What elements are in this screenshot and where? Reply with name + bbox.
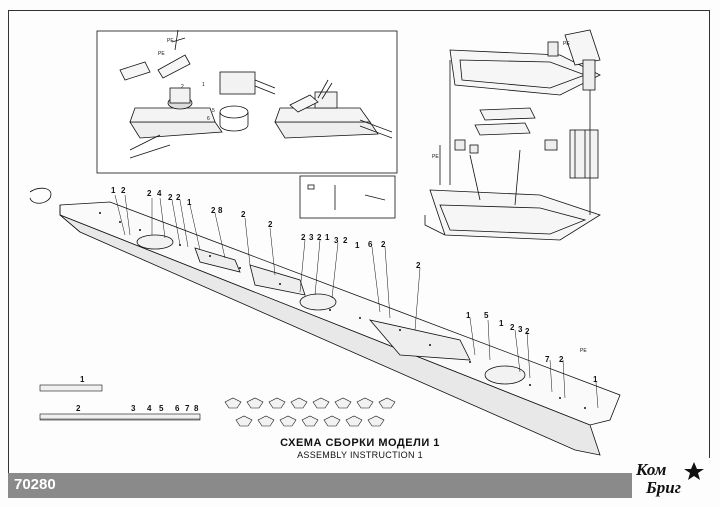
deck-callout-21: 2 (416, 261, 421, 270)
rail-inset (299, 175, 396, 219)
pe-callout-e: PE (580, 348, 587, 354)
heading-russian: СХЕМА СБОРКИ МОДЕЛИ 1 (280, 437, 440, 449)
sprue-label-1: 1 (80, 375, 85, 384)
deck-callout-8: 2 (211, 206, 216, 215)
sheet-heading: СХЕМА СБОРКИ МОДЕЛИ 1 ASSEMBLY INSTRUCTI… (0, 437, 720, 460)
sprue-label-8: 8 (194, 404, 199, 413)
sprue-label-4: 4 (147, 404, 152, 413)
deck-callout-20: 2 (381, 240, 386, 249)
pe-callout-b: PE (158, 51, 165, 57)
deck-callout-4: 4 (157, 189, 162, 198)
deck-callout-1: 1 (111, 186, 116, 195)
turret-callout-1: 2 (181, 84, 184, 90)
brand-logo: Ком Бриг (632, 458, 710, 498)
pe-callout-d: PE (432, 154, 439, 160)
deck-callout-23: 5 (484, 311, 489, 320)
sprue-label-7: 7 (185, 404, 190, 413)
deck-callout-2: 2 (121, 186, 126, 195)
deck-callout-16: 3 (334, 236, 339, 245)
sprue-label-2: 2 (76, 404, 81, 413)
sprue-label-5: 5 (159, 404, 164, 413)
deck-callout-6: 2 (176, 193, 181, 202)
deck-callout-28: 7 (545, 355, 550, 364)
deck-callout-7: 1 (187, 198, 192, 207)
deck-callout-30: 1 (593, 375, 598, 384)
pe-callout-c: PE (563, 41, 570, 47)
deck-callout-10: 2 (241, 210, 246, 219)
sprue-rows (39, 384, 201, 421)
turret-callout-2: 1 (202, 82, 205, 88)
deck-callout-27: 2 (525, 327, 530, 336)
star-icon (684, 462, 704, 480)
superstructure-exploded (424, 29, 601, 241)
leader-lines (114, 194, 599, 409)
kit-number: 70280 (14, 476, 56, 493)
deck-callout-22: 1 (466, 311, 471, 320)
deck-callout-14: 2 (317, 233, 322, 242)
deck-callout-11: 2 (268, 220, 273, 229)
deck-callout-25: 2 (510, 323, 515, 332)
sprue-label-3: 3 (131, 404, 136, 413)
deck-callout-3: 2 (147, 189, 152, 198)
deck-callout-24: 1 (499, 319, 504, 328)
deck-callout-13: 3 (309, 233, 314, 242)
brand-line-1: Ком (635, 460, 667, 479)
footer-strip (8, 473, 710, 498)
deck-callout-9: 8 (218, 206, 223, 215)
hull-deck (29, 187, 621, 456)
deck-callout-29: 2 (559, 355, 564, 364)
deck-callout-12: 2 (301, 233, 306, 242)
turret-callout-3: 5 (212, 108, 215, 114)
deck-callout-18: 1 (355, 241, 360, 250)
callout-labels: PE PE PE PE PE 2 1 5 6 1 2 2 4 2 2 1 2 8… (76, 38, 598, 413)
heading-english: ASSEMBLY INSTRUCTION 1 (297, 450, 423, 460)
pe-callout-a: PE (167, 38, 174, 44)
deck-callout-15: 1 (325, 233, 330, 242)
turret-row (224, 397, 396, 427)
deck-details (99, 212, 586, 409)
turret-inset (96, 29, 398, 174)
deck-callout-26: 3 (518, 325, 523, 334)
deck-callout-17: 2 (343, 236, 348, 245)
brand-line-2: Бриг (645, 478, 681, 497)
sprue-label-6: 6 (175, 404, 180, 413)
turret-callout-4: 6 (207, 116, 210, 122)
deck-callout-19: 6 (368, 240, 373, 249)
deck-callout-5: 2 (168, 193, 173, 202)
